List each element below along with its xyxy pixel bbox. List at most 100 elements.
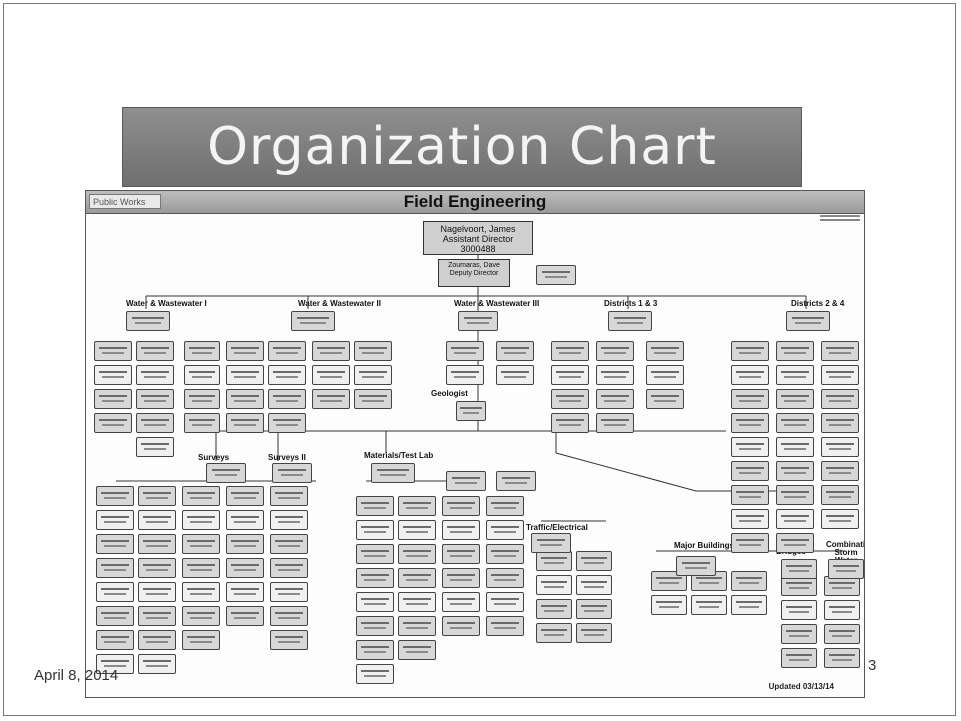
- position-box: [651, 595, 687, 615]
- position-box: [596, 341, 634, 361]
- position-box: [824, 624, 860, 644]
- position-box: [398, 640, 436, 660]
- position-box: [226, 341, 264, 361]
- position-box: [96, 534, 134, 554]
- position-box: [354, 389, 392, 409]
- position-box: [138, 486, 176, 506]
- unit-label: Surveys II: [268, 453, 306, 462]
- position-box: [268, 389, 306, 409]
- position-box: [226, 558, 264, 578]
- slide-title-banner: Organization Chart: [122, 107, 802, 187]
- position-box: [486, 592, 524, 612]
- unit-head-box: [781, 559, 817, 579]
- unit-label: Surveys: [198, 453, 230, 462]
- deputy-name: Zoumaras, Dave: [448, 262, 500, 269]
- position-box: [356, 640, 394, 660]
- position-box: [312, 389, 350, 409]
- slide-border: [3, 3, 956, 716]
- position-box: [821, 341, 859, 361]
- position-box: [576, 599, 612, 619]
- position-box: [576, 551, 612, 571]
- org-chart-title: Field Engineering: [403, 192, 547, 211]
- position-box: [486, 616, 524, 636]
- division-label: Water & Wastewater II: [298, 299, 381, 308]
- director-title: Assistant Director: [442, 234, 514, 244]
- page-number: 3: [868, 657, 877, 674]
- position-box: [182, 606, 220, 626]
- position-box: [651, 571, 687, 591]
- unit-label: Materials/Test Lab: [364, 451, 434, 460]
- position-box: [354, 365, 392, 385]
- position-box: [776, 485, 814, 505]
- position-box: [96, 654, 134, 674]
- public-works-logo: Public Works: [89, 194, 161, 209]
- division-label: Districts 2 & 4: [791, 299, 845, 308]
- position-box: [182, 630, 220, 650]
- position-box: [356, 496, 394, 516]
- unit-head-box: [531, 533, 571, 553]
- division-label: Districts 1 & 3: [604, 299, 658, 308]
- director-code: 3000488: [460, 244, 496, 254]
- position-box: [226, 510, 264, 530]
- position-box: [486, 568, 524, 588]
- position-box: [646, 341, 684, 361]
- position-box: [824, 600, 860, 620]
- position-box: [731, 341, 769, 361]
- slide-date: April 8, 2014: [34, 667, 119, 684]
- assistant-box: [536, 265, 576, 285]
- position-box: [442, 520, 480, 540]
- position-box: [576, 623, 612, 643]
- position-box: [138, 630, 176, 650]
- position-box: [226, 486, 264, 506]
- position-box: [268, 341, 306, 361]
- position-box: [312, 341, 350, 361]
- position-box: [776, 365, 814, 385]
- position-box: [776, 389, 814, 409]
- unit-head-box: [496, 471, 536, 491]
- position-box: [226, 413, 264, 433]
- position-box: [182, 582, 220, 602]
- position-box: [442, 496, 480, 516]
- unit-head-box: [458, 311, 498, 331]
- position-box: [184, 365, 220, 385]
- position-box: [138, 582, 176, 602]
- position-box: [731, 571, 767, 591]
- position-box: [356, 616, 394, 636]
- position-box: [226, 389, 264, 409]
- position-box: [398, 520, 436, 540]
- position-box: [398, 544, 436, 564]
- position-box: [646, 389, 684, 409]
- position-box: [226, 606, 264, 626]
- deputy-box: Zoumaras, Dave Deputy Director: [438, 259, 510, 287]
- org-chart-header: Public Works Field Engineering: [86, 191, 864, 214]
- division-label: Water & Wastewater I: [126, 299, 207, 308]
- position-box: [94, 365, 132, 385]
- position-box: [821, 413, 859, 433]
- position-box: [270, 558, 308, 578]
- position-box: [182, 486, 220, 506]
- position-box: [551, 389, 589, 409]
- unit-label: Geologist: [431, 389, 468, 398]
- unit-head-box: [446, 471, 486, 491]
- unit-head-box: [608, 311, 652, 331]
- position-box: [442, 616, 480, 636]
- position-box: [270, 630, 308, 650]
- position-box: [776, 461, 814, 481]
- position-box: [226, 582, 264, 602]
- position-box: [182, 510, 220, 530]
- unit-head-box: [126, 311, 170, 331]
- position-box: [824, 648, 860, 668]
- position-box: [486, 520, 524, 540]
- position-box: [731, 485, 769, 505]
- position-box: [646, 365, 684, 385]
- position-box: [94, 341, 132, 361]
- unit-head-box: [456, 401, 486, 421]
- position-box: [536, 551, 572, 571]
- position-box: [731, 595, 767, 615]
- unit-label: Traffic/Electrical: [526, 523, 588, 532]
- position-box: [96, 630, 134, 650]
- position-box: [536, 575, 572, 595]
- position-box: [182, 534, 220, 554]
- legend-note: [820, 215, 860, 225]
- position-box: [486, 544, 524, 564]
